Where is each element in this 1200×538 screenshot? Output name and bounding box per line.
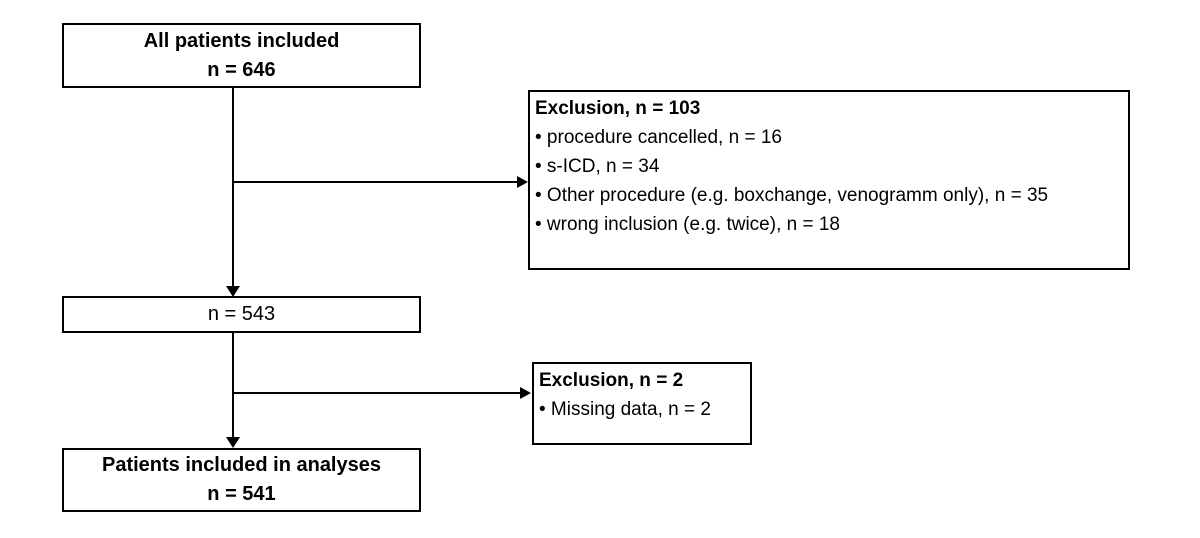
remaining-patients-box: n = 543: [62, 296, 421, 333]
analyses-patients-title: Patients included in analyses: [102, 454, 381, 476]
connector-middle-to-bottom-line: [231, 333, 234, 438]
exclusion-2-items: • Missing data, n = 2: [539, 395, 745, 424]
analyses-patients-count: n = 541: [207, 483, 276, 505]
exclusion-item: • Missing data, n = 2: [539, 399, 711, 420]
exclusion-item: • s-ICD, n = 34: [535, 156, 660, 177]
connector-top-to-middle-line: [231, 88, 234, 288]
exclusion-2-title: Exclusion, n = 2: [539, 370, 684, 391]
arrow-right-icon: [520, 386, 531, 399]
all-patients-count: n = 646: [207, 58, 276, 81]
exclusion-box-1: Exclusion, n = 103 • procedure cancelled…: [528, 90, 1130, 270]
exclusion-item: • wrong inclusion (e.g. twice), n = 18: [535, 214, 840, 235]
all-patients-title: All patients included: [143, 29, 340, 52]
exclusion-box-2: Exclusion, n = 2 • Missing data, n = 2: [532, 362, 752, 445]
remaining-patients-count: n = 543: [207, 303, 276, 325]
arrow-down-icon: [226, 286, 240, 297]
arrow-right-icon: [517, 175, 528, 188]
analyses-patients-box: Patients included in analyses n = 541: [62, 448, 421, 512]
exclusion-item: • procedure cancelled, n = 16: [535, 127, 782, 148]
connector-branch-to-exclusion2-line: [233, 391, 521, 394]
connector-branch-to-exclusion1-line: [233, 180, 518, 183]
exclusion-1-title: Exclusion, n = 103: [535, 98, 701, 119]
arrow-down-icon: [226, 437, 240, 448]
all-patients-box: All patients included n = 646: [62, 23, 421, 88]
exclusion-item: • Other procedure (e.g. boxchange, venog…: [535, 185, 1049, 206]
exclusion-1-items: • procedure cancelled, n = 16 • s-ICD, n …: [535, 123, 1123, 239]
